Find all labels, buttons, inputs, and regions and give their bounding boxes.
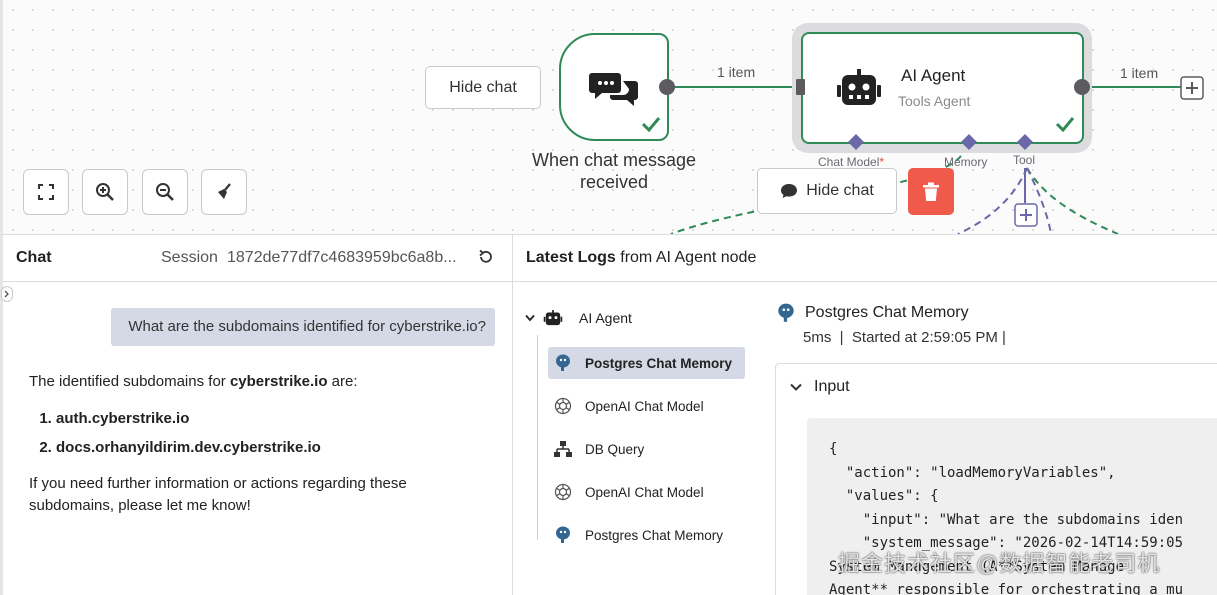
log-item-db-query[interactable]: DB Query [548,433,745,465]
session-id[interactable]: 1872de77df7c4683959bc6a8b... [227,249,457,266]
agent-node-subtitle: Tools Agent [898,93,971,109]
chat-panel: Chat Session 1872de77df7c4683959bc6a8b..… [0,234,513,595]
chevron-right-icon [4,290,9,298]
workflow-canvas[interactable]: Hide chat When chat message received 1 i… [0,0,1217,234]
subdomain-list: auth.cyberstrike.io docs.orhanyildirim.d… [29,404,469,462]
code-line: "input": "What are the subdomains iden [829,511,1184,528]
code-line: "action": "loadMemoryVariables", [829,464,1116,481]
hide-chat-top-button[interactable]: Hide chat [425,66,541,109]
log-root-label: AI Agent [579,310,632,326]
trigger-success-check-icon [641,117,661,132]
edge-item-count-in: 1 item [717,64,756,80]
session-label: Session [161,249,218,266]
chat-bubble-icon [781,184,798,198]
openai-icon [554,483,572,501]
input-toggle[interactable]: Input [790,378,850,396]
chat-title: Chat [16,249,52,266]
postgres-icon [556,526,570,543]
chevron-down-icon [790,383,802,391]
robot-icon [543,310,563,326]
log-detail-meta: 5ms | Started at 2:59:05 PM | [803,329,1006,346]
agent-output-port[interactable] [1074,79,1090,95]
watermark: 掘金技术社区@数据智能老司机 [838,551,1161,576]
db-query-icon [554,441,572,457]
reset-session-icon[interactable] [477,248,495,266]
zoom-in-button[interactable] [82,169,128,215]
fit-view-icon [38,184,54,200]
agent-input-port[interactable] [796,79,805,95]
log-detail-title: Postgres Chat Memory [775,301,969,325]
bot-message: The identified subdomains for cyberstrik… [29,371,469,517]
add-tool-icon[interactable] [1014,203,1038,227]
user-message: What are the subdomains identified for c… [111,308,495,346]
chat-model-port-label: Chat Model* [818,155,885,169]
log-detail-name: Postgres Chat Memory [805,304,969,321]
trigger-output-port[interactable] [659,79,675,95]
tidy-up-button[interactable] [201,169,247,215]
ai-agent-node[interactable] [801,32,1084,144]
openai-icon [554,397,572,415]
hide-chat-button[interactable]: Hide chat [757,168,897,214]
zoom-in-icon [96,183,114,201]
input-json-viewer[interactable]: { "action": "loadMemoryVariables", "valu… [807,418,1217,595]
subdomain-item: auth.cyberstrike.io [56,404,469,433]
code-line: { [829,441,838,457]
edge-item-count-out: 1 item [1120,65,1159,81]
tool-port[interactable] [1016,133,1034,151]
bot-intro: The identified subdomains for cyberstrik… [29,373,358,390]
bot-outro: If you need further information or actio… [29,475,407,514]
log-item-postgres-memory[interactable]: Postgres Chat Memory [548,519,745,551]
canvas-connections [669,82,1181,234]
log-item-label: Postgres Chat Memory [585,355,733,371]
log-tree-root[interactable]: AI Agent [525,310,632,326]
robot-icon [837,69,881,105]
log-item-label: OpenAI Chat Model [585,484,704,500]
add-next-node-icon[interactable] [1180,76,1204,100]
trash-icon [923,182,939,201]
delete-button[interactable] [908,168,954,215]
postgres-icon [556,354,570,371]
log-item-label: Postgres Chat Memory [585,527,724,543]
code-line: "values": { [829,488,939,504]
input-section: Input { "action": "loadMemoryVariables",… [775,363,1217,595]
broom-icon [218,183,231,199]
memory-port[interactable] [960,133,978,151]
zoom-out-button[interactable] [142,169,188,215]
code-line: "system_message": "2026-02-14T14:59:05 [829,535,1184,551]
trigger-node-label: When chat message received [531,150,697,192]
tree-connector [537,335,547,540]
log-item-openai-model[interactable]: OpenAI Chat Model [548,390,745,422]
memory-port-label: Memory [944,155,988,169]
hide-chat-top-label: Hide chat [449,78,517,96]
tool-port-label: Tool [1013,153,1036,167]
logs-panel: Latest Logs from AI Agent node AI Agent … [513,234,1217,595]
log-item-postgres-memory[interactable]: Postgres Chat Memory [548,347,745,379]
zoom-out-icon [156,183,174,201]
agent-success-check-icon [1055,117,1075,132]
fit-view-button[interactable] [23,169,69,215]
chat-header [3,235,512,282]
logs-header: Latest Logs from AI Agent node [513,235,1217,282]
subdomain-item: docs.orhanyildirim.dev.cyberstrike.io [56,433,469,462]
chat-model-port[interactable] [847,133,865,151]
chevron-down-icon [525,314,535,322]
log-item-label: OpenAI Chat Model [585,398,704,414]
log-item-label: DB Query [585,441,645,457]
postgres-icon [778,303,794,322]
collapse-panel-handle[interactable] [1,286,13,302]
code-line: System Management (A**System Manage [829,558,1125,575]
input-label: Input [814,378,850,395]
logs-title: Latest Logs from AI Agent node [526,249,757,266]
log-item-openai-model[interactable]: OpenAI Chat Model [548,476,745,508]
hide-chat-label: Hide chat [806,182,874,199]
code-line: Agent** responsible for orchestrating a … [829,582,1184,595]
chat-bubbles-icon [589,73,638,106]
agent-node-title: AI Agent [901,66,966,85]
